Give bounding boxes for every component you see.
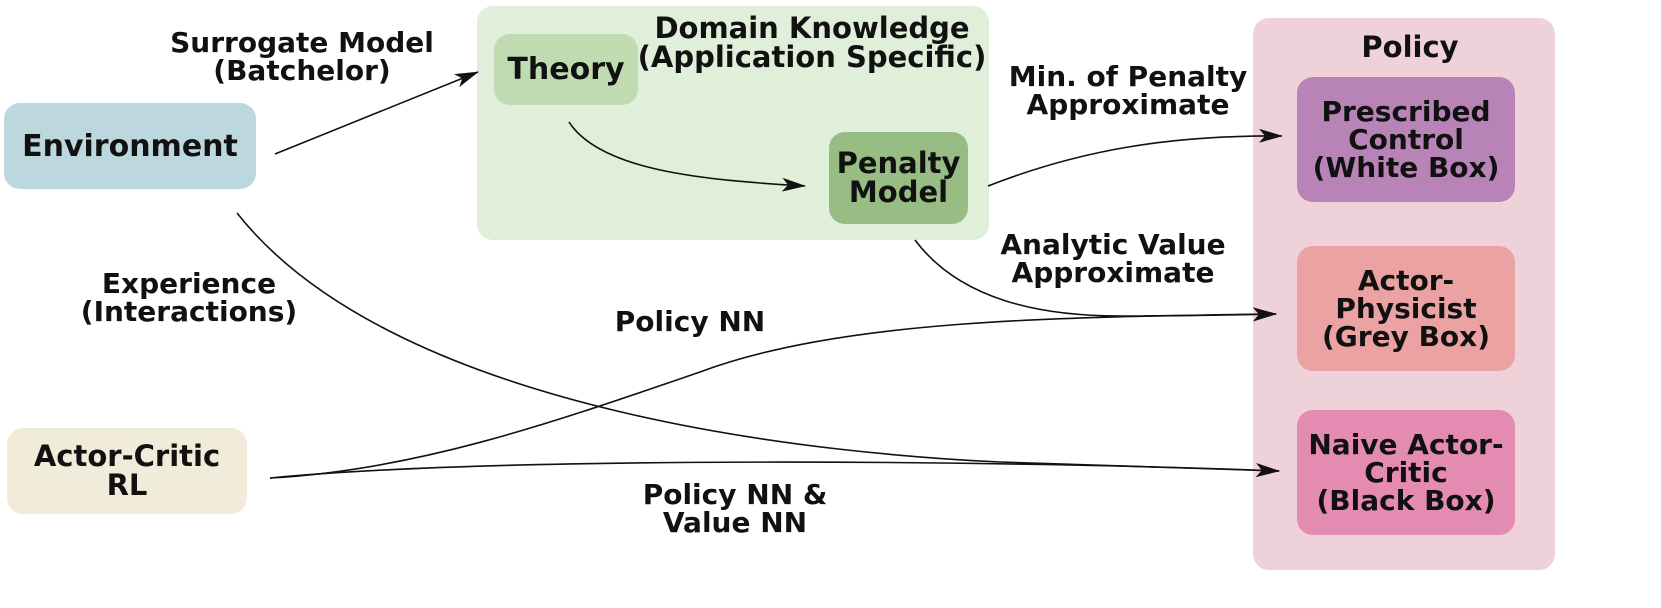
analytic-value-label: Analytic Value Approximate xyxy=(1000,228,1226,289)
naive-actor-critic-node: Naive Actor- Critic (Black Box) xyxy=(1297,410,1515,535)
surrogate-model-label: Surrogate Model (Batchelor) xyxy=(170,26,434,87)
edge-theory-to-penalty xyxy=(568,121,806,192)
policy-value-nn-label: Policy NN & Value NN xyxy=(642,478,828,539)
actor-critic-rl-node: Actor-Critic RL xyxy=(7,428,247,514)
actor-physicist-node: Actor- Physicist (Grey Box) xyxy=(1297,246,1515,371)
edge-rl-to-naive xyxy=(269,461,1280,479)
domain-knowledge-title: Domain Knowledge (Application Specific) xyxy=(637,11,987,74)
min-penalty-label: Min. of Penalty Approximate xyxy=(1008,60,1248,121)
edge-environment-to-domain xyxy=(274,71,479,155)
edge-rl-to-actor-physicist xyxy=(269,307,1277,479)
penalty-model-node: Penalty Model xyxy=(829,132,968,224)
theory-node: Theory xyxy=(494,34,638,105)
edge-penalty-to-prescribed xyxy=(987,128,1283,187)
policy-nn-label: Policy NN xyxy=(614,305,766,338)
experience-label: Experience (Interactions) xyxy=(80,267,298,328)
policy-title: Policy xyxy=(1361,30,1459,64)
prescribed-control-node: Prescribed Control (White Box) xyxy=(1297,77,1515,202)
environment-node: Environment xyxy=(4,103,256,189)
